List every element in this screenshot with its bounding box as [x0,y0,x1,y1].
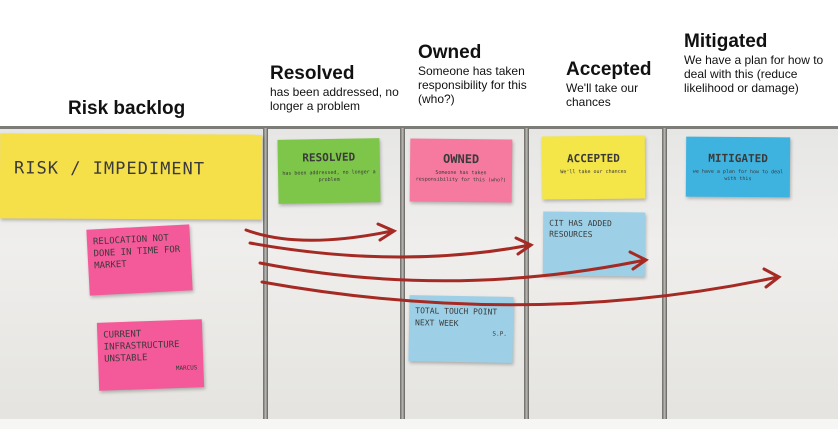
sticky-note-risk-impediment: RISK / IMPEDIMENT [0,133,263,220]
column-divider-2 [400,128,405,428]
sticky-note-subtext: we have a plan for how to deal with this [692,168,784,183]
column-divider-3 [524,128,529,428]
board-top-rail [0,126,838,129]
sticky-note-relocation: RELOCATION NOT DONE IN TIME FOR MARKET [86,224,193,296]
sticky-note-touch-point: TOTAL TOUCH POINT NEXT WEEK S.P. [408,295,514,363]
sticky-note-subtext: Someone has taken responsibility for thi… [415,169,507,184]
sticky-note-signature: S.P. [492,330,507,338]
board-bottom-rail [0,419,838,429]
sticky-note-infrastructure: CURRENT INFRASTRUCTURE UNSTABLE MARCUS [96,319,205,391]
sticky-note-text: OWNED [442,151,480,167]
sticky-note-signature: MARCUS [175,364,198,373]
column-header-backlog: Risk backlog [68,98,185,120]
column-divider-1 [263,128,268,428]
sticky-note-text: RISK / IMPEDIMENT [13,158,206,180]
sticky-note-text: MITIGATED [708,151,768,166]
sticky-note-text: RESOLVED [302,150,356,165]
sticky-note-cit-resources: CIT HAS ADDED RESOURCES [542,211,646,277]
column-divider-4 [662,128,667,428]
column-title-owned: Owned [418,42,482,63]
sticky-note-subtext: We'll take our chances [560,168,627,176]
column-header-accepted: Accepted We'll take our chances [566,59,664,109]
column-header-resolved: Resolved has been addressed, no longer a… [270,63,418,113]
sticky-note-owned: OWNED Someone has taken responsibility f… [409,138,513,203]
sticky-note-text: ACCEPTED [566,151,620,166]
column-title-accepted: Accepted [566,59,652,80]
column-header-owned: Owned Someone has taken responsibility f… [418,42,546,106]
sticky-note-accepted: ACCEPTED We'll take our chances [541,135,646,200]
column-desc-resolved: has been addressed, no longer a problem [270,85,399,113]
sticky-note-text: CURRENT INFRASTRUCTURE UNSTABLE [103,329,180,365]
column-title-mitigated: Mitigated [684,31,768,52]
sticky-note-text: RELOCATION NOT DONE IN TIME FOR MARKET [92,233,181,272]
column-title-backlog: Risk backlog [68,98,186,119]
column-desc-accepted: We'll take our chances [566,81,639,109]
sticky-note-text: CIT HAS ADDED RESOURCES [549,218,612,239]
whiteboard: RISK / IMPEDIMENT RESOLVED has been addr… [0,126,838,429]
sticky-note-mitigated: MITIGATED we have a plan for how to deal… [685,136,791,198]
column-desc-mitigated: We have a plan for how to deal with this… [684,53,824,95]
column-header-mitigated: Mitigated We have a plan for how to deal… [684,31,836,95]
sticky-note-text: TOTAL TOUCH POINT NEXT WEEK [415,306,498,328]
column-title-resolved: Resolved [270,63,355,84]
column-desc-owned: Someone has taken responsibility for thi… [418,64,527,106]
sticky-note-subtext: has been addressed, no longer a problem [282,169,376,184]
sticky-note-resolved: RESOLVED has been addressed, no longer a… [277,138,381,204]
